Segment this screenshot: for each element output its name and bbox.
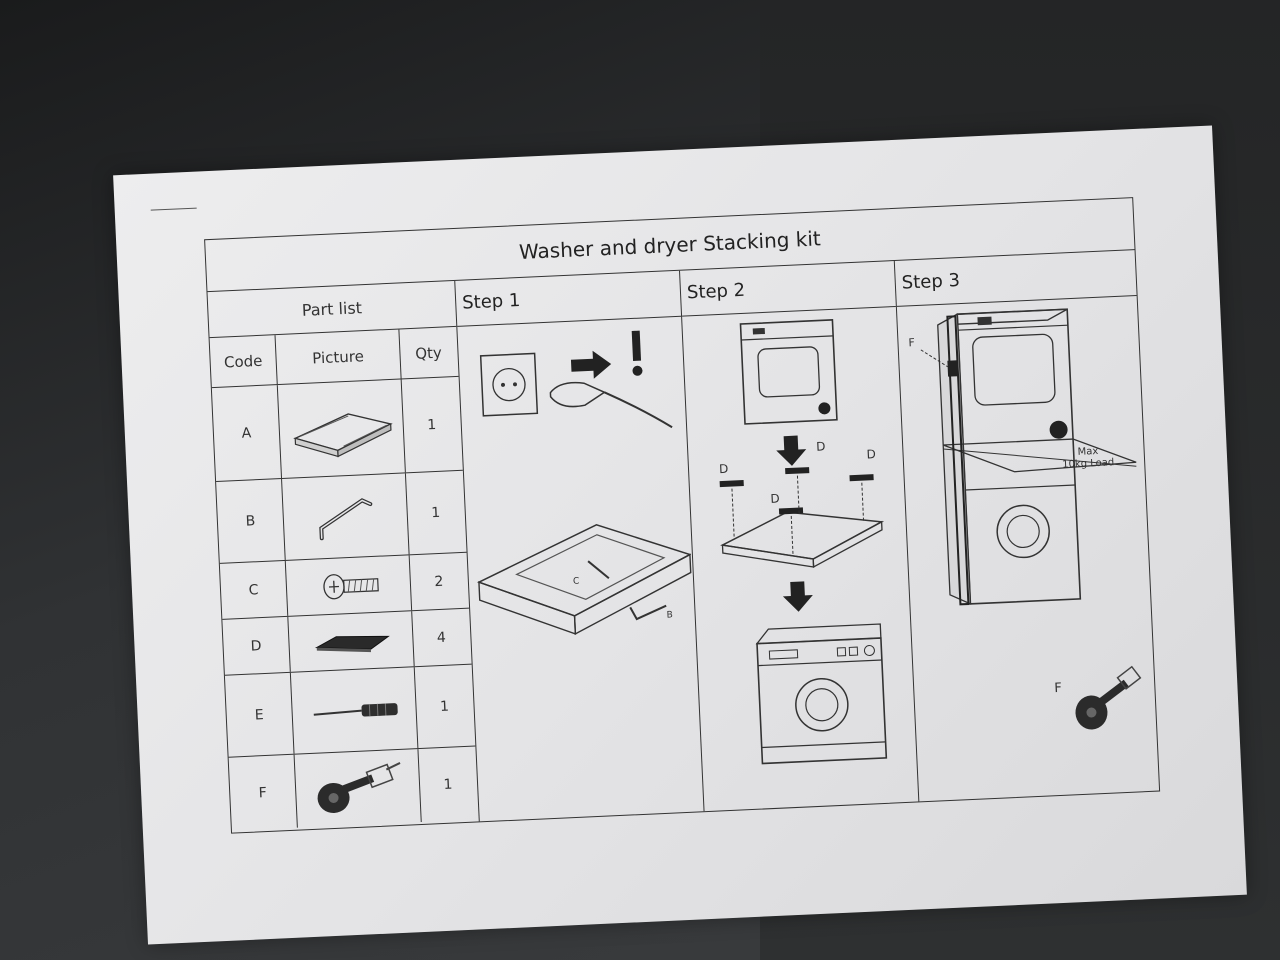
pad-placement-icon: D D D D [719,439,885,569]
part-qty: 1 [426,416,437,433]
ratchet-strap-icon [317,761,400,813]
ratchet-strap-icon [1075,665,1142,730]
code-header: Code [209,335,278,388]
warning-exclamation-icon [631,330,643,376]
part-list: Part list Code Picture Qty A 1 [207,280,480,833]
unplug-power-icon: C B [476,330,692,635]
instruction-sheet: Washer and dryer Stacking kit Part list … [113,125,1247,945]
part-qty: 1 [430,504,441,521]
part-row-a: A 1 [211,376,463,482]
max-label: Max [1077,446,1098,458]
rubber-pad-icon [314,635,390,652]
stacked-units-icon: Max 10kg Load F F [908,308,1142,730]
part-qty: 2 [434,573,444,590]
label-f: F [1054,681,1062,696]
part-code: A [211,385,283,481]
part-code: B [216,478,286,563]
qty-header: Qty [414,343,443,363]
label-c: C [573,577,580,587]
shelf-tray-icon [292,412,393,457]
picture-header: Picture [275,329,402,385]
instruction-table: Washer and dryer Stacking kit Part list … [204,197,1161,834]
step-2-illustration: D D D D [719,319,888,765]
dryer-icon [739,319,838,425]
load-label: 10kg Load [1062,457,1114,470]
arrow-down-icon [776,435,807,466]
label-b: B [666,610,673,620]
screwdriver-icon [313,702,398,717]
label-f: F [908,336,915,349]
part-row-b: B 1 [216,470,467,564]
part-code: D [222,616,291,675]
label-d: D [719,462,729,476]
part-qty: 4 [436,629,447,646]
kit-assembly-icon: C B [476,523,692,635]
screw-icon [322,573,379,599]
part-row-c: C 2 [219,552,470,620]
part-qty: 1 [443,776,453,793]
washer-icon [755,623,888,765]
part-row-f: F 1 [228,746,479,831]
part-code: C [219,560,289,619]
part-qty: 1 [439,698,450,715]
arrow-down-icon [782,581,813,612]
step-3-panel: Step 3 Max 10kg Load F F [894,250,1159,801]
bracket-icon [318,497,372,540]
step-2-panel: Step 2 [680,260,920,812]
part-code: E [224,672,295,757]
part-row-e: E 1 [224,664,476,758]
label-d: D [816,439,826,453]
part-code: F [228,754,298,831]
label-d: D [866,447,876,461]
pencil-mark [150,207,197,211]
label-d: D [770,491,780,505]
part-row-d: D 4 [222,608,472,676]
step-1-panel: Step 1 [455,270,705,822]
